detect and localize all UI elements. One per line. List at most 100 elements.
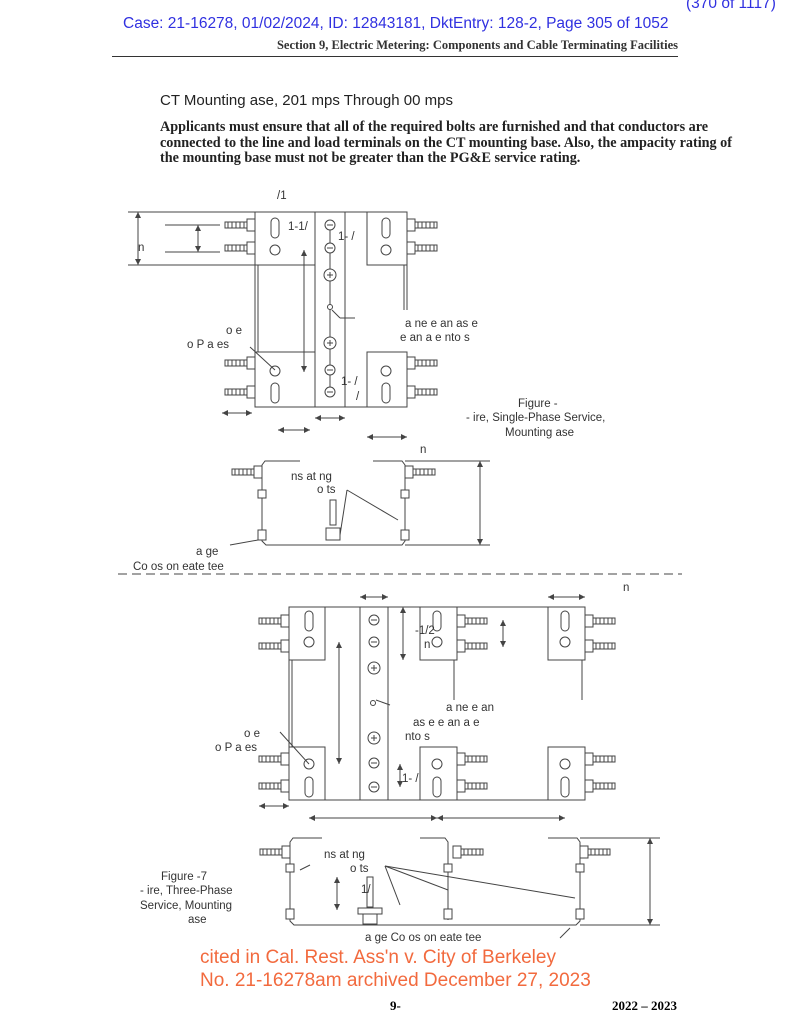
- watermark: cited in Cal. Rest. Ass'n v. City of Ber…: [200, 946, 591, 992]
- footer-year: 2022 – 2023: [612, 998, 677, 1013]
- insulating-label: o ts: [317, 484, 336, 496]
- dim-label: 1/: [361, 884, 371, 896]
- insulating-label: o ts: [350, 863, 369, 875]
- bolt-nut: [456, 639, 466, 653]
- bolt-nut: [280, 752, 290, 766]
- bolt-icon: [224, 385, 256, 399]
- neutral-label: as e e an a e: [413, 717, 480, 729]
- hole-label: o P a es: [187, 339, 229, 351]
- arrowhead: [400, 607, 406, 613]
- neutral-label: a ne e an as e: [405, 318, 478, 330]
- hex-nut-icon: [368, 781, 380, 793]
- bolt-icon: [456, 752, 488, 766]
- bolt-nut: [406, 385, 416, 399]
- hole-label: o e: [244, 728, 260, 740]
- leader-line: [375, 699, 391, 706]
- hex-nut-icon: [368, 757, 380, 769]
- bolt-nut: [362, 913, 378, 925]
- arrowhead: [382, 594, 388, 600]
- terminal-block: [254, 351, 316, 408]
- arrowhead: [309, 815, 315, 821]
- bolt-nut: [404, 465, 414, 479]
- dim-label: n: [424, 639, 430, 651]
- bolt-nut: [584, 614, 594, 628]
- neutral-screw: [327, 304, 333, 310]
- bolt-icon: [231, 465, 263, 479]
- insulating-label: ns at ng: [291, 471, 332, 483]
- bolt-icon: [584, 639, 616, 653]
- arrowhead: [397, 781, 403, 787]
- bolt-nut: [584, 779, 594, 793]
- hex-nut-icon: [367, 731, 381, 745]
- arrowhead: [400, 654, 406, 660]
- neutral-label: a ne e an: [446, 702, 494, 714]
- arrowhead: [336, 758, 342, 764]
- leader-line: [384, 865, 576, 899]
- bolt-nut: [456, 752, 466, 766]
- slot-hole: [560, 776, 570, 798]
- mounting-hole: [431, 636, 443, 648]
- figure2-side-view: [259, 837, 660, 939]
- flange-label: a ge Co os on eate tee: [365, 932, 481, 944]
- bolt-head: [257, 529, 267, 541]
- neutral-label: nto s: [405, 731, 430, 743]
- bolt-icon: [258, 752, 290, 766]
- figure-caption: - ire, Three-Phase: [140, 885, 232, 897]
- flange-leader: [229, 539, 259, 546]
- mounting-hole: [431, 758, 443, 770]
- footer-page-number: 9-: [390, 998, 401, 1013]
- bolt-nut: [246, 385, 256, 399]
- dim-label: 1- /: [341, 376, 358, 388]
- bolt-icon: [258, 779, 290, 793]
- bolt-nut: [246, 356, 256, 370]
- flange-leader: [559, 927, 571, 939]
- arrowhead: [339, 415, 345, 421]
- bolt-icon: [404, 465, 436, 479]
- bolt-nut: [246, 241, 256, 255]
- bolt-icon: [584, 614, 616, 628]
- dim-label: /: [356, 391, 360, 403]
- hex-nut-icon: [368, 636, 380, 648]
- u-bracket: [289, 837, 581, 926]
- bolt-nut: [456, 614, 466, 628]
- arrowhead: [135, 212, 141, 218]
- bolt-nut: [406, 356, 416, 370]
- flange-label: Co os on eate tee: [133, 561, 224, 573]
- arrowhead: [301, 250, 307, 256]
- slot-hole: [432, 776, 442, 798]
- dim-label: n: [623, 582, 629, 594]
- bolt-icon: [406, 385, 438, 399]
- insulating-label: ns at ng: [324, 849, 365, 861]
- arrowhead: [477, 539, 483, 545]
- leader-line: [299, 864, 311, 871]
- arrowhead: [500, 620, 506, 626]
- arrowhead: [437, 815, 443, 821]
- bolt-icon: [456, 779, 488, 793]
- leader-line: [339, 489, 348, 536]
- hex-nut-icon: [367, 661, 381, 675]
- bolt-icon: [259, 845, 291, 859]
- case-stamp: Case: 21-16278, 01/02/2024, ID: 12843181…: [123, 15, 669, 32]
- intro-paragraph: Applicants must ensure that all of the r…: [160, 119, 732, 166]
- figure-caption: Service, Mounting: [140, 900, 232, 912]
- watermark-line: cited in Cal. Rest. Ass'n v. City of Ber…: [200, 947, 556, 968]
- figure1-side-view: [229, 460, 490, 546]
- bolt-head: [575, 863, 585, 873]
- figure1-plan-view: [128, 211, 438, 440]
- arrowhead: [367, 434, 373, 440]
- arrowhead: [334, 877, 340, 883]
- figure-three-phase-base: n -1/2 n 1- / 1/ a ne e an as e e an a e…: [140, 582, 660, 944]
- neutral-label: e an a e nto s: [400, 332, 470, 344]
- bolt-nut: [579, 845, 589, 859]
- arrowhead: [315, 415, 321, 421]
- bolt-nut: [246, 218, 256, 232]
- figure-caption: - ire, Single-Phase Service,: [466, 412, 605, 424]
- bolt-icon: [456, 639, 488, 653]
- bolt-head: [285, 863, 295, 873]
- middle-bracket: [420, 837, 449, 920]
- arrowhead: [500, 641, 506, 647]
- mounting-hole: [380, 244, 392, 256]
- watermark-line: No. 21-16278am archived December 27, 202…: [200, 970, 591, 991]
- mounting-hole: [559, 758, 571, 770]
